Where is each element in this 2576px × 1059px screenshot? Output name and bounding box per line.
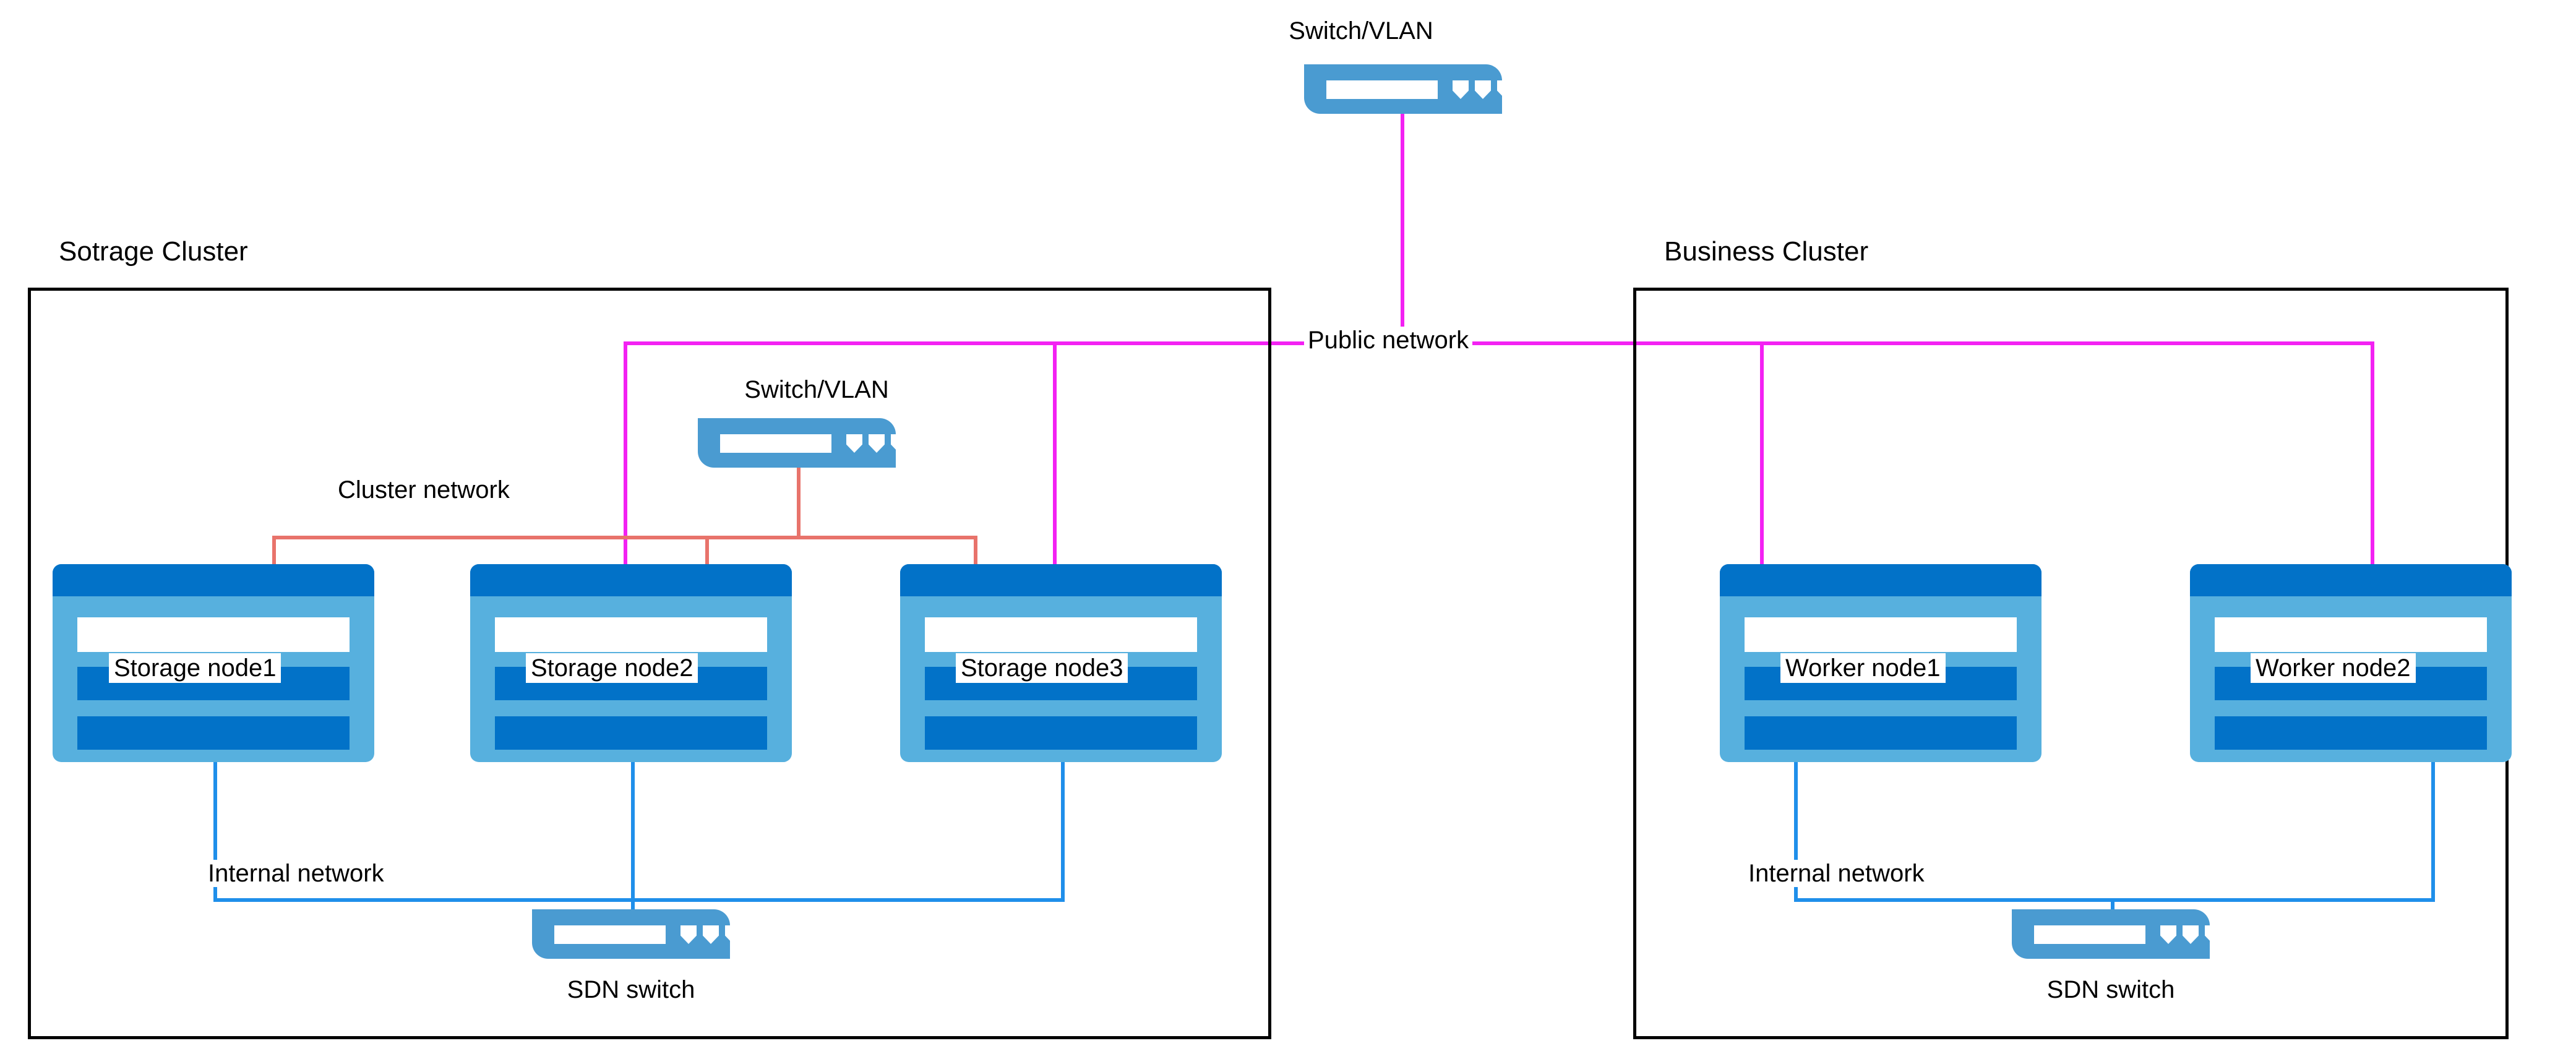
storage-internal-network-bus — [213, 898, 1065, 902]
cluster-link-storage-node2 — [705, 536, 709, 564]
node-header-bar — [1720, 564, 2041, 596]
switch-display — [1326, 80, 1438, 99]
internal-link-worker-node2 — [2431, 762, 2435, 899]
node-slot-white — [77, 617, 350, 652]
switch-display — [720, 434, 831, 453]
internal-link-worker-node1 — [1794, 762, 1798, 899]
public-link-worker-node1 — [1760, 341, 1764, 564]
cluster-link-storage-node3 — [974, 536, 977, 564]
storage-node-2-label: Storage node2 — [526, 653, 698, 683]
node-header-bar — [53, 564, 374, 596]
storage-cluster-title: Sotrage Cluster — [59, 236, 248, 267]
business-internal-network-bus — [1794, 898, 2435, 902]
storage-switch-icon[interactable] — [698, 418, 907, 468]
node-slot-white — [2215, 617, 2487, 652]
node-header-bar — [900, 564, 1222, 596]
cluster-network-bus — [272, 536, 977, 539]
business-internal-network-label: Internal network — [1745, 860, 1928, 887]
storage-switch-caption: Switch/VLAN — [744, 376, 889, 403]
internal-link-storage-node2 — [631, 762, 635, 899]
node-slot-dark-2 — [77, 716, 350, 750]
public-link-storage-node3 — [1053, 341, 1057, 564]
business-cluster-title: Business Cluster — [1664, 236, 1869, 267]
storage-internal-network-label: Internal network — [204, 860, 388, 887]
public-network-bus — [624, 341, 2374, 345]
internal-link-storage-node3 — [1061, 762, 1065, 899]
switch-display — [2034, 925, 2145, 944]
top-switch-caption: Switch/VLAN — [1289, 17, 1433, 45]
public-network-drop-top-switch — [1401, 114, 1404, 341]
public-link-storage-node2 — [624, 341, 627, 564]
node-slot-dark-2 — [2215, 716, 2487, 750]
node-slot-white — [1745, 617, 2017, 652]
storage-cluster-box — [28, 288, 1271, 1039]
node-slot-dark-2 — [495, 716, 767, 750]
business-sdn-switch-icon[interactable] — [2012, 909, 2221, 959]
cluster-link-switch-drop — [797, 468, 801, 537]
worker-node-1-label: Worker node1 — [1780, 653, 1946, 683]
top-switch-icon[interactable] — [1304, 64, 1513, 114]
worker-node-2-label: Worker node2 — [2251, 653, 2416, 683]
internal-link-storage-node1 — [213, 762, 217, 899]
storage-node-3-label: Storage node3 — [956, 653, 1128, 683]
storage-sdn-switch-caption: SDN switch — [567, 976, 695, 1003]
node-header-bar — [2190, 564, 2512, 596]
storage-sdn-switch-icon[interactable] — [532, 909, 741, 959]
node-slot-white — [495, 617, 767, 652]
storage-node-1-label: Storage node1 — [109, 653, 281, 683]
cluster-link-storage-node1 — [272, 536, 276, 564]
node-slot-dark-2 — [925, 716, 1197, 750]
node-slot-white — [925, 617, 1197, 652]
node-header-bar — [470, 564, 792, 596]
business-sdn-switch-caption: SDN switch — [2046, 976, 2175, 1003]
switch-display — [554, 925, 666, 944]
public-link-worker-node2 — [2371, 341, 2374, 564]
public-network-label: Public network — [1304, 327, 1473, 354]
cluster-network-label: Cluster network — [334, 476, 513, 504]
node-slot-dark-2 — [1745, 716, 2017, 750]
